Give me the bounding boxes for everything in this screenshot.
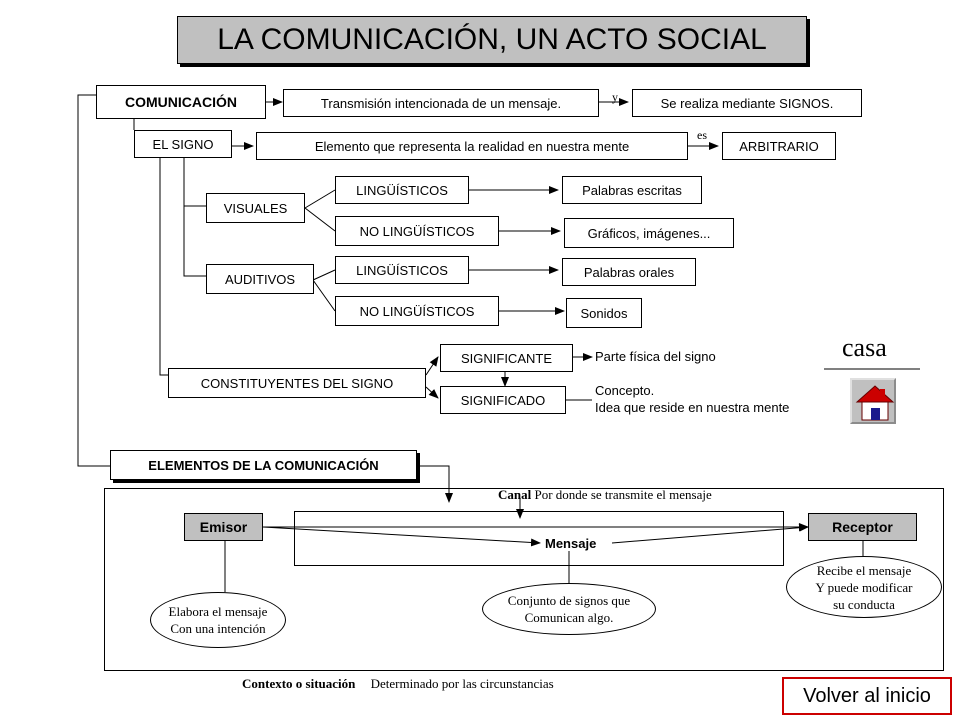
signos-box: Se realiza mediante SIGNOS. bbox=[632, 89, 862, 117]
contexto-label: Contexto o situación bbox=[242, 676, 356, 691]
mensaje-note-line-2: Comunican algo. bbox=[524, 610, 614, 625]
receptor-note-line-2: Y puede modificar bbox=[815, 579, 913, 595]
visuales-ling-box: LINGÜÍSTICOS bbox=[335, 176, 469, 204]
signo-def-box: Elemento que representa la realidad en n… bbox=[256, 132, 688, 160]
mensaje-label: Mensaje bbox=[542, 536, 600, 551]
mensaje-note: Conjunto de signos que Comunican algo. bbox=[482, 583, 656, 635]
comunicacion-box: COMUNICACIÓN bbox=[96, 85, 266, 119]
receptor-note-line-1: Recibe el mensaje bbox=[816, 562, 912, 578]
page-title: LA COMUNICACIÓN, UN ACTO SOCIAL bbox=[177, 16, 807, 64]
constituyentes-box: CONSTITUYENTES DEL SIGNO bbox=[168, 368, 426, 398]
arbitrario-box: ARBITRARIO bbox=[722, 132, 836, 160]
visuales-noling-box: NO LINGÜÍSTICOS bbox=[335, 216, 499, 246]
receptor-note-line-3: su conducta bbox=[833, 596, 895, 612]
elementos-panel bbox=[104, 488, 944, 671]
graficos-box: Gráficos, imágenes... bbox=[564, 218, 734, 248]
visuales-box: VISUALES bbox=[206, 193, 305, 223]
significante-box: SIGNIFICANTE bbox=[440, 344, 573, 372]
casa-label: casa bbox=[842, 333, 887, 362]
emisor-note-line-1: Elabora el mensaje bbox=[168, 604, 268, 619]
auditivos-ling-box: LINGÜÍSTICOS bbox=[335, 256, 469, 284]
emisor-note-line-2: Con una intención bbox=[170, 621, 266, 636]
contexto-def: Determinado por las circunstancias bbox=[370, 676, 554, 691]
contexto-text: Contexto o situación Determinado por las… bbox=[242, 676, 554, 692]
significado-def-2: Idea que reside en nuestra mente bbox=[595, 400, 790, 415]
significado-def-1: Concepto. bbox=[595, 383, 655, 398]
emisor-note: Elabora el mensaje Con una intención bbox=[150, 592, 286, 648]
sonidos-box: Sonidos bbox=[566, 298, 642, 328]
emisor-box: Emisor bbox=[184, 513, 263, 541]
auditivos-box: AUDITIVOS bbox=[206, 264, 314, 294]
connector-es: es bbox=[697, 128, 707, 142]
volver-inicio-button[interactable]: Volver al inicio bbox=[782, 677, 952, 715]
significado-box: SIGNIFICADO bbox=[440, 386, 566, 414]
el-signo-box: EL SIGNO bbox=[134, 130, 232, 158]
significante-def: Parte física del signo bbox=[595, 349, 716, 364]
mensaje-frame bbox=[294, 511, 784, 566]
receptor-box: Receptor bbox=[808, 513, 917, 541]
mensaje-note-line-1: Conjunto de signos que bbox=[507, 593, 631, 608]
auditivos-noling-box: NO LINGÜÍSTICOS bbox=[335, 296, 499, 326]
house-icon bbox=[855, 385, 895, 421]
palabras-escritas-box: Palabras escritas bbox=[562, 176, 702, 204]
palabras-orales-box: Palabras orales bbox=[562, 258, 696, 286]
elementos-box: ELEMENTOS DE LA COMUNICACIÓN bbox=[110, 450, 417, 480]
canal-text: Canal Por donde se transmite el mensaje bbox=[498, 487, 712, 503]
transmision-box: Transmisión intencionada de un mensaje. bbox=[283, 89, 599, 117]
receptor-note: Recibe el mensaje Y puede modificar su c… bbox=[786, 556, 942, 618]
connector-y: y bbox=[612, 90, 618, 104]
home-button[interactable] bbox=[850, 378, 896, 424]
canal-def: Por donde se transmite el mensaje bbox=[534, 487, 712, 502]
canal-label: Canal bbox=[498, 487, 532, 502]
